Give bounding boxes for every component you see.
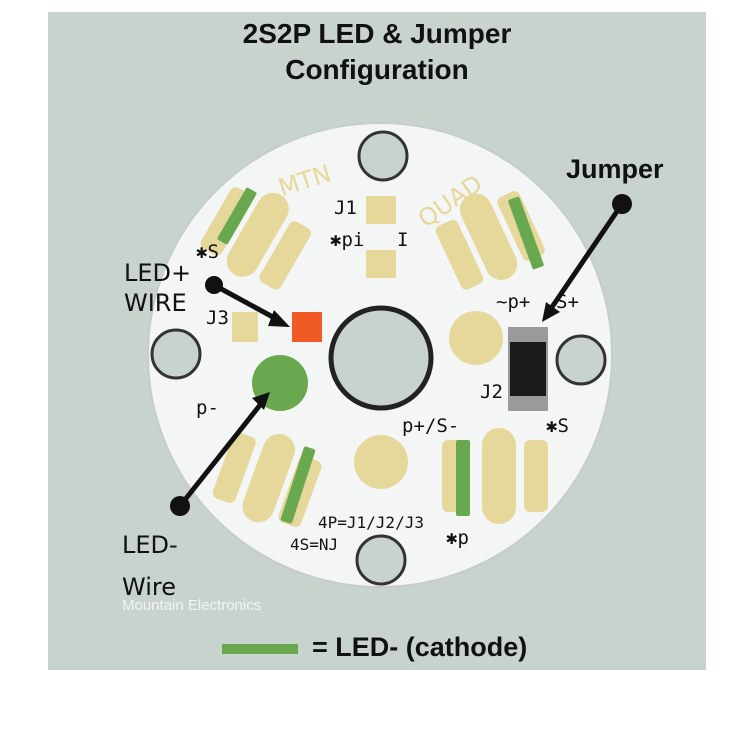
callout-led-plus-line-1: LED+ <box>124 259 192 287</box>
jumper-j3-pad-left <box>232 312 258 342</box>
mounting-hole-right <box>555 334 607 386</box>
cathode-marker-bottom-right <box>456 440 470 516</box>
legend-swatch-cathode <box>222 644 298 654</box>
callout-led-plus-line-2: WIRE <box>124 289 187 317</box>
cathode-marker-bottom-left <box>280 446 316 524</box>
mounting-hole-top <box>357 130 409 182</box>
round-pad-bottom <box>354 435 408 489</box>
legend-label-cathode: = LED- (cathode) <box>312 632 528 662</box>
callout-arrows <box>170 194 632 516</box>
mounting-hole-bottom <box>355 534 407 586</box>
arrow-led-minus <box>178 398 266 508</box>
silk-bar: I <box>397 229 408 251</box>
diagram-title: 2S2P LED & Jumper Configuration <box>48 16 706 88</box>
watermark: Mountain Electronics <box>122 597 262 614</box>
callout-led-minus-line-2: Wire <box>122 573 176 601</box>
silk-s-right: ✱S <box>546 415 569 437</box>
callout-led-minus: LED- Wire <box>122 524 178 608</box>
arrow-led-minus-dot <box>170 496 190 516</box>
title-line-1: 2S2P LED & Jumper <box>242 18 512 49</box>
silk-ps-minus: p+/S- <box>402 415 459 437</box>
silk-p-minus: p- <box>196 397 219 419</box>
arrow-led-plus <box>212 282 284 325</box>
title-line-2: Configuration <box>285 54 469 85</box>
jumper-j1-pad-bottom <box>366 250 396 278</box>
arrow-led-plus-head <box>268 310 290 327</box>
callout-jumper: Jumper <box>566 154 664 184</box>
silk-j1: J1 <box>334 197 357 219</box>
silk-j2: J2 <box>480 381 503 403</box>
silk-s-left: ✱S <box>196 241 219 263</box>
cathode-marker-top-right <box>508 196 544 270</box>
jumper-j1-pad-top <box>366 196 396 224</box>
led-pads-bottom-right <box>442 428 548 524</box>
cathode-marker-top-left <box>217 187 257 245</box>
arrow-jumper-head <box>542 302 560 322</box>
silk-j3: J3 <box>206 307 229 329</box>
silk-config-4p: 4P=J1/J2/J3 <box>318 513 424 532</box>
callout-led-minus-line-1: LED- <box>122 531 178 559</box>
silk-p-bottom: ✱p <box>446 527 469 549</box>
led-plus-wire-pad <box>292 312 322 342</box>
center-hole <box>328 305 434 411</box>
mounting-hole-left <box>150 328 202 380</box>
callout-led-plus: LED+ WIRE <box>124 258 191 318</box>
arrow-led-plus-dot <box>205 276 223 294</box>
arrow-jumper-dot <box>612 194 632 214</box>
arrow-led-minus-head <box>252 392 270 410</box>
jumper-j2-component <box>510 342 546 396</box>
round-pad-right <box>449 311 503 365</box>
silk-dark-labels: J1 ✱pi I ✱S J3 ~p+ S+ J2 p- p+/S- ✱S 4P=… <box>196 197 579 554</box>
arrow-jumper <box>547 202 625 312</box>
silk-p-plus: ~p+ <box>496 291 530 313</box>
silk-pi: ✱pi <box>330 229 364 251</box>
silk-config-4s: 4S=NJ <box>290 535 338 554</box>
